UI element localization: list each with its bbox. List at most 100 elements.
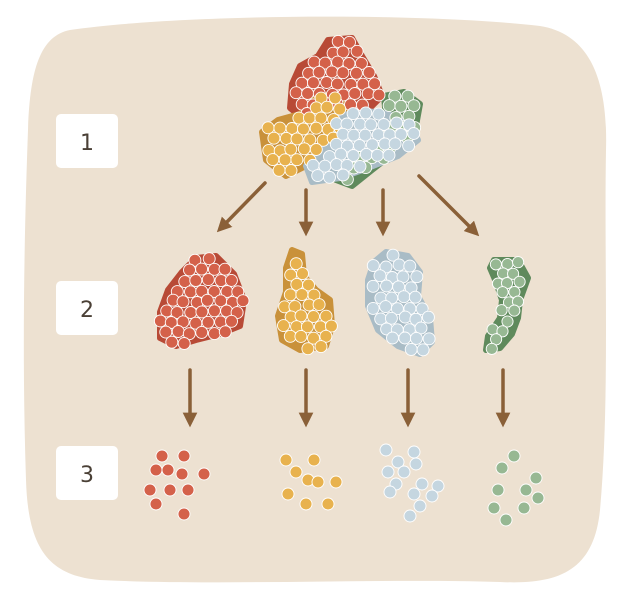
blue-cell [413,499,427,513]
yellow-cell [307,453,321,467]
blue-cell [383,485,397,499]
blue-cell [346,149,360,162]
yellow-cell [294,309,308,323]
blue-cell [409,331,423,345]
blue-cell [388,137,402,151]
red-cell [181,483,195,497]
yellow-cell [307,310,320,323]
diagonal-arrow-icon [417,174,480,237]
red-cell [312,65,326,79]
blue-cell [365,138,379,152]
blue-cell [373,269,387,283]
red-cell [207,304,221,318]
blue-cell [390,302,404,316]
blue-cell [358,128,372,142]
blue-cell [381,465,395,479]
red-cell [163,483,177,497]
blue-cell [416,343,430,357]
red-cell [177,337,191,350]
red-cell-group [153,252,250,350]
red-cell [202,252,216,266]
red-cell [184,285,197,299]
red-cell [170,306,184,320]
blue-cell [352,139,366,152]
red-cell [197,467,211,481]
green-cell [388,89,402,103]
arrows-level-1 [216,174,480,237]
blue-cell [390,116,404,130]
green-cell [495,461,509,475]
blue-cell [386,248,400,262]
blue-cell [415,477,429,491]
blue-cell [359,147,373,161]
red-cell [225,314,238,328]
blue-cell [386,331,399,345]
blue-cell [311,169,325,183]
green-cell-group [483,256,531,355]
yellow-cell [309,121,323,135]
red-cell [188,253,202,267]
blue-cell [391,455,405,469]
green-cell [507,267,520,280]
red-cell [301,87,315,100]
blue-cell [403,259,417,273]
red-cell [207,327,221,341]
yellow-cell [319,309,333,323]
red-cell [195,305,209,319]
blue-cell [366,279,380,293]
blue-cell [380,279,393,293]
red-cell [320,76,334,89]
red-cell [336,45,350,59]
blue-cell [397,465,411,479]
green-cell [496,325,509,338]
green-cell [507,449,521,463]
blue-cell [366,301,380,315]
yellow-cell [294,329,308,343]
arrows-level-2 [182,368,511,428]
yellow-cell [329,475,343,489]
yellow-cell [272,163,286,177]
red-cell [175,467,189,481]
blue-cell [408,290,422,304]
red-cell [236,294,250,308]
red-cell [149,463,163,477]
red-cell [171,325,185,338]
blue-cell [382,148,396,162]
red-cell [224,273,238,287]
step-label-1-text: 1 [80,131,94,156]
red-cell [289,86,303,100]
yellow-cell [289,465,303,479]
yellow-cell [319,329,333,343]
green-cell [501,315,514,328]
blue-cell [422,332,436,346]
yellow-cell [312,298,326,312]
yellow-cell [321,497,335,511]
yellow-cell [283,288,297,302]
blue-scattered-cells [379,443,445,523]
mixed-cell-cluster [259,34,423,189]
yellow-cell [299,497,313,511]
red-cell [325,65,339,79]
green-cell [382,99,396,113]
red-scattered-cells [143,449,211,521]
green-cell [519,483,533,497]
red-cell [155,449,169,463]
blue-cell [379,300,393,314]
green-cell [491,483,505,497]
yellow-cell [320,100,334,114]
blue-cell [409,457,423,471]
yellow-cell [328,91,342,105]
yellow-cell [290,153,304,167]
blue-cell [366,259,380,273]
green-cell [499,513,513,527]
yellow-cell [333,102,347,116]
yellow-cell [284,142,298,156]
blue-cell [410,270,424,284]
blue-cell [421,310,435,324]
step-label-3: 3 [56,446,118,500]
blue-cell [394,127,408,141]
green-cell [513,275,526,288]
blue-cell [377,118,391,131]
yellow-cell [290,132,304,146]
